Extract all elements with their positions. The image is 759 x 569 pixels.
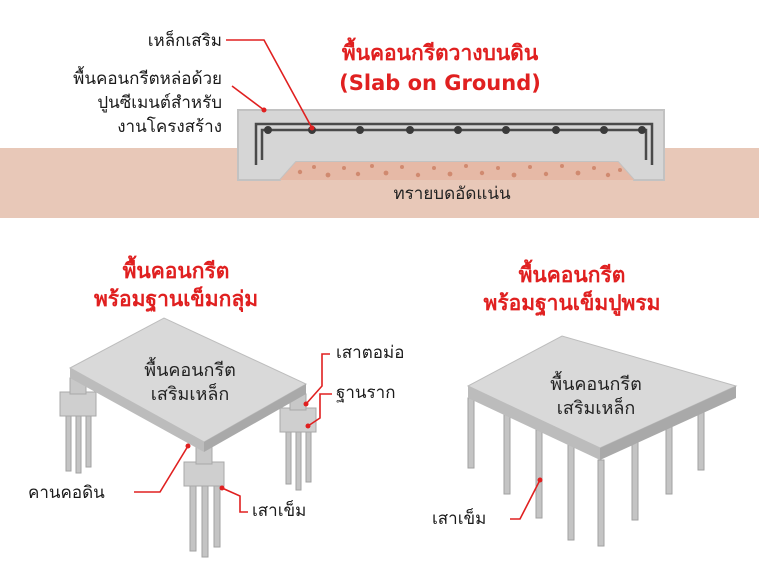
leader-rebar — [226, 39, 313, 129]
label-raft-pile: เสาเข็ม — [432, 507, 486, 529]
group-slab-front — [70, 368, 204, 452]
footings — [59, 391, 317, 487]
slab-on-ground-title-en: (Slab on Ground) — [339, 71, 541, 95]
raft-slab-side — [600, 386, 736, 460]
compacted-sand — [280, 162, 634, 180]
label-footing: ฐานราก — [336, 383, 396, 403]
slab-on-ground-section: พื้นคอนกรีตวางบนดิน (Slab on Ground) เหล… — [0, 29, 759, 218]
leader-raft-pile-dot — [537, 477, 543, 483]
raft-slab-label-line2: เสริมเหล็ก — [557, 396, 636, 419]
leader-slab — [231, 85, 265, 111]
group-slab-label-line2: เสริมเหล็ก — [151, 382, 230, 405]
leader-group-pile — [221, 487, 248, 513]
leader-short-column — [305, 353, 330, 405]
leader-footing-dot — [305, 423, 311, 429]
leader-grade-beam — [134, 445, 189, 493]
label-grade-beam: คานคอดิน — [28, 483, 105, 503]
leader-rebar-dot — [309, 125, 315, 131]
label-compacted-sand: ทรายบดอัดแน่น — [393, 184, 511, 204]
leader-grade-beam-dot — [185, 443, 191, 449]
group-pile-section: พื้นคอนกรีต พร้อมฐานเข็มกลุ่ม พื้นคอนกรี… — [28, 255, 404, 558]
leader-group-pile-dot — [219, 485, 225, 491]
raft-pile-title-line1: พื้นคอนกรีต — [519, 259, 626, 287]
leader-footing — [307, 393, 332, 427]
label-slab-line2: ปูนซีเมนต์สำหรับ — [97, 93, 222, 113]
raft-piles — [467, 397, 705, 547]
label-slab-line1: พื้นคอนกรีตหล่อด้วย — [73, 66, 222, 89]
raft-pile-title-line2: พร้อมฐานเข็มปูพรม — [484, 289, 661, 317]
group-pile-title-line2: พร้อมฐานเข็มกลุ่ม — [94, 285, 258, 313]
group-slab-label-line1: พื้นคอนกรีต — [144, 357, 236, 381]
label-rebar: เหล็กเสริม — [148, 29, 222, 51]
leader-raft-pile — [510, 479, 541, 520]
label-slab-line3: งานโครงสร้าง — [117, 116, 222, 137]
group-pile-title-line1: พื้นคอนกรีต — [123, 255, 230, 283]
label-group-pile: เสาเข็ม — [252, 499, 306, 521]
sand-dots — [297, 164, 622, 178]
group-piles — [65, 414, 312, 558]
raft-pile-section: พื้นคอนกรีต พร้อมฐานเข็มปูพรม พื้นคอนกรี… — [432, 259, 738, 547]
group-slab-side — [204, 384, 306, 452]
raft-slab-front — [468, 386, 600, 460]
slab-on-ground-title-th: พื้นคอนกรีตวางบนดิน — [342, 37, 539, 65]
leader-short-column-dot — [303, 401, 309, 407]
raft-slab-label-line1: พื้นคอนกรีต — [550, 371, 642, 395]
short-columns — [69, 377, 307, 465]
label-short-column: เสาตอม่อ — [336, 343, 404, 363]
leader-slab-dot — [261, 107, 267, 113]
